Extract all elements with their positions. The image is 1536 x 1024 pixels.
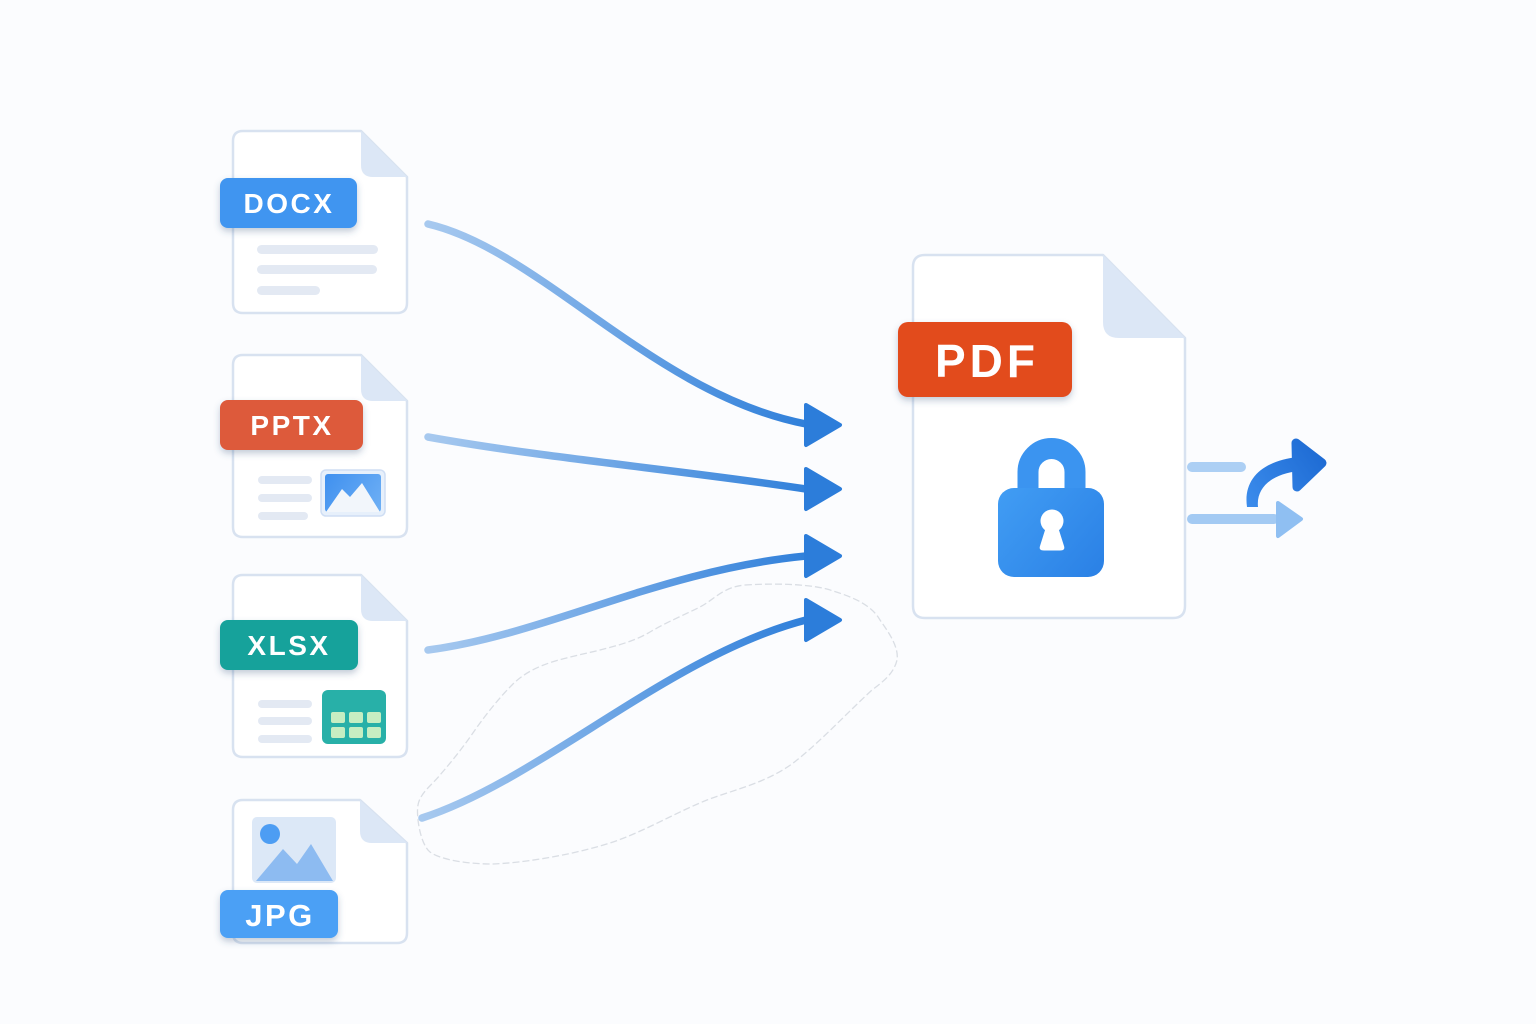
pptx-file-card: PPTX [220, 353, 409, 539]
table-cell [349, 727, 363, 738]
mountains-icon [256, 844, 333, 881]
text-line [258, 717, 312, 725]
table-cell [367, 727, 381, 738]
text-line [257, 245, 378, 254]
fold-corner-icon [361, 131, 407, 177]
image-thumbnail-icon [320, 469, 386, 517]
export-arrows [1187, 438, 1327, 538]
keyhole-icon [1039, 509, 1065, 551]
arrowhead-icon [804, 467, 842, 511]
xlsx-badge [220, 620, 358, 670]
mountains-icon [326, 483, 380, 512]
table-cell [367, 712, 381, 723]
image-placeholder-icon [252, 817, 336, 883]
pdf-badge [898, 322, 1072, 397]
docx-badge [220, 178, 357, 228]
xlsx-badge-label: XLSX [247, 630, 330, 661]
text-line [257, 265, 377, 274]
text-line [258, 512, 308, 520]
export-arrow-straight [1187, 501, 1303, 538]
text-line [258, 700, 312, 708]
table-grid-icon [322, 690, 386, 744]
jpg-file-card: JPG [220, 798, 409, 945]
text-line [258, 494, 312, 502]
docx-badge-label: DOCX [244, 188, 335, 219]
arrowhead-icon [804, 534, 842, 578]
text-line [257, 286, 320, 295]
pptx-badge-label: PPTX [250, 410, 333, 441]
conversion-arrows [418, 220, 842, 822]
arrowhead-icon [1276, 501, 1303, 538]
conversion-arrow-pptx [424, 433, 810, 493]
conversion-arrow-jpg [418, 616, 810, 822]
arrowhead-icon [804, 598, 842, 642]
table-cell [331, 727, 345, 738]
fold-corner-icon [360, 800, 407, 843]
pdf-file-card: PDF [898, 253, 1187, 620]
share-arrow-icon [1246, 438, 1327, 507]
text-line [258, 476, 312, 484]
lock-shackle [1017, 438, 1086, 492]
conversion-arrow-docx [424, 220, 810, 428]
pdf-badge-label: PDF [935, 335, 1039, 387]
conversion-arrow-xlsx [424, 552, 810, 654]
lock-icon [998, 438, 1104, 577]
table-cell [331, 712, 345, 723]
table-cell [349, 712, 363, 723]
arrowhead-icon [804, 403, 842, 447]
fold-corner-icon [361, 355, 407, 401]
docx-file-card: DOCX [220, 129, 409, 315]
jpg-badge [220, 890, 338, 938]
freehand-lasso-outline [416, 583, 898, 865]
jpg-badge-label: JPG [245, 898, 315, 933]
xlsx-file-card: XLSX [220, 573, 409, 759]
pptx-badge [220, 400, 363, 450]
fold-corner-icon [361, 575, 407, 621]
fold-corner-icon [1103, 255, 1185, 338]
text-line [258, 735, 312, 743]
sun-icon [260, 824, 280, 844]
export-connector-line [1187, 462, 1246, 472]
